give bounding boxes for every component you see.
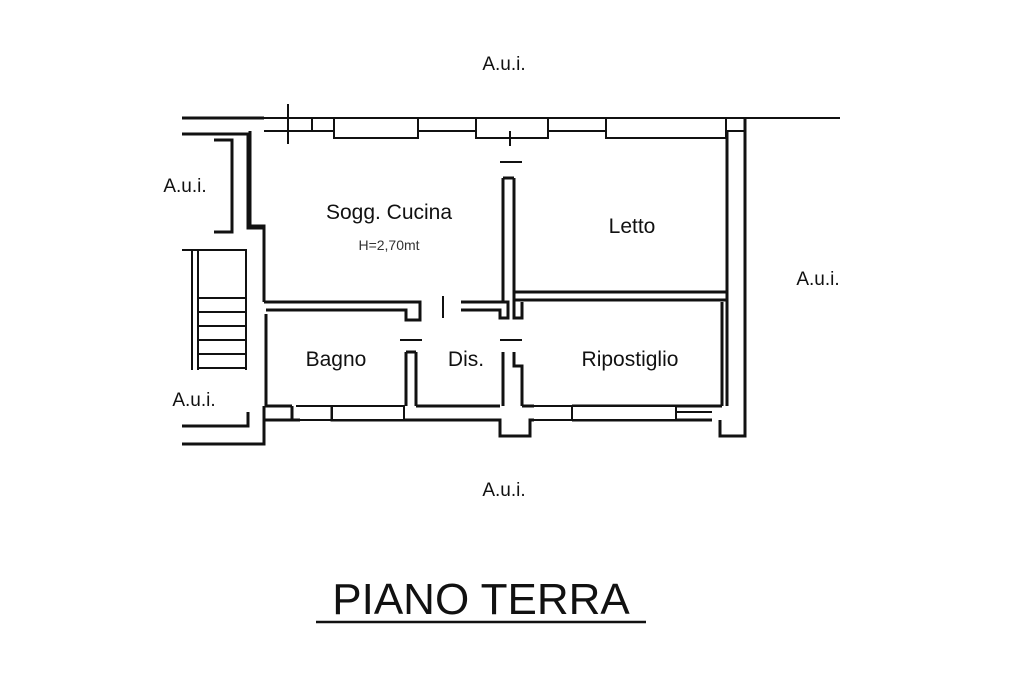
room-height-label: H=2,70mt bbox=[358, 237, 419, 253]
room-label-letto: Letto bbox=[609, 215, 656, 238]
adjacent-unit-labels: A.u.i. A.u.i. A.u.i. A.u.i. A.u.i. bbox=[163, 54, 839, 501]
plan-title-group: PIANO TERRA bbox=[316, 575, 646, 624]
room-label-ripostiglio: Ripostiglio bbox=[582, 348, 679, 371]
room-label-soggiorno-cucina: Sogg. Cucina bbox=[326, 201, 452, 224]
plan-title: PIANO TERRA bbox=[332, 575, 630, 624]
room-label-bagno: Bagno bbox=[306, 348, 367, 371]
adjacent-unit-right: A.u.i. bbox=[796, 269, 839, 290]
room-labels: Sogg. Cucina H=2,70mt Letto Bagno Dis. R… bbox=[306, 201, 679, 371]
adjacent-unit-bottom: A.u.i. bbox=[482, 480, 525, 501]
plan-windows bbox=[287, 104, 727, 421]
room-label-disimpegno: Dis. bbox=[448, 348, 484, 371]
adjacent-unit-left-lower: A.u.i. bbox=[172, 390, 215, 411]
adjacent-unit-left-upper: A.u.i. bbox=[163, 176, 206, 197]
adjacent-unit-top: A.u.i. bbox=[482, 54, 525, 75]
plan-door-marks bbox=[400, 131, 522, 341]
plan-walls bbox=[182, 116, 840, 446]
